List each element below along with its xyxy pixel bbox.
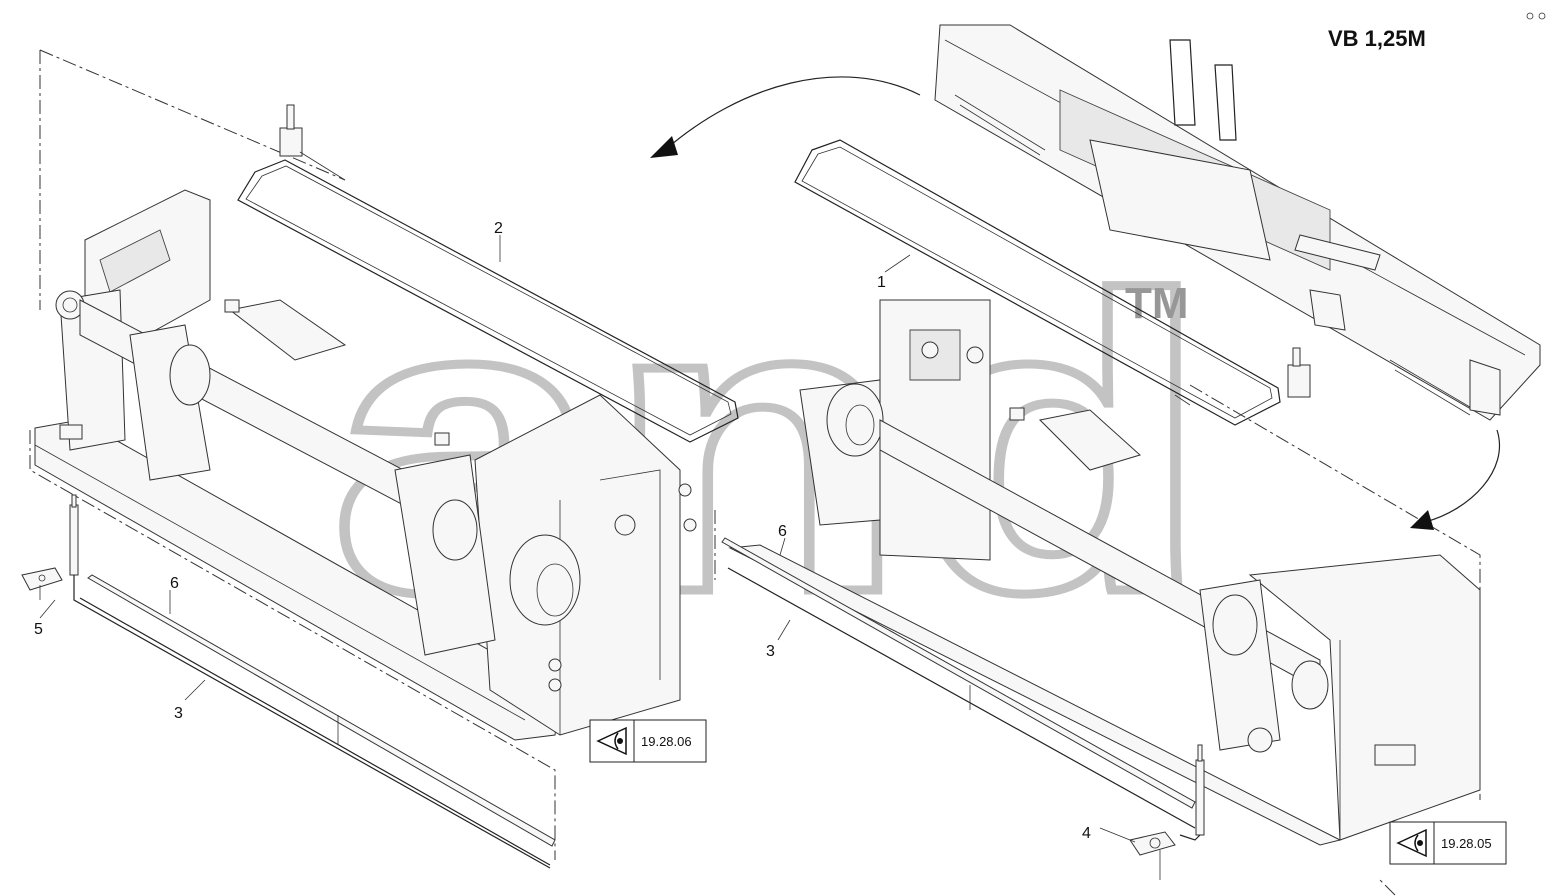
direction-arrows xyxy=(650,76,1501,530)
strip-left xyxy=(79,574,556,866)
strip-right xyxy=(721,537,1196,829)
right-assembly-frame xyxy=(714,384,1481,896)
callout-2: 2 xyxy=(494,220,503,237)
reference-link-19-28-06[interactable]: 19.28.06 xyxy=(589,719,707,763)
callout-3-left: 3 xyxy=(174,705,183,722)
heating-wire-left xyxy=(237,104,739,443)
leader-lines xyxy=(39,235,1136,843)
callout-3-right: 3 xyxy=(766,643,775,660)
callout-5: 5 xyxy=(34,621,43,638)
reference-label-19-28-06: 19.28.06 xyxy=(641,734,692,749)
reference-link-19-28-05[interactable]: 19.28.05 xyxy=(1389,821,1507,865)
watermark-tm: TM xyxy=(1125,279,1189,328)
diagram-title: VB 1,25M xyxy=(1328,26,1426,51)
left-assembly xyxy=(34,189,697,741)
callout-6-left: 6 xyxy=(170,575,179,592)
corner-mark xyxy=(1526,12,1546,20)
sensor-right xyxy=(1129,744,1205,880)
callout-6-right: 6 xyxy=(778,523,787,540)
eye-icon xyxy=(596,726,627,756)
left-assembly-frame xyxy=(29,49,556,860)
machine-overview xyxy=(934,24,1541,421)
eye-icon xyxy=(1396,828,1427,858)
callout-4: 4 xyxy=(1082,825,1091,842)
callout-1: 1 xyxy=(877,274,886,291)
reference-label-19-28-05: 19.28.05 xyxy=(1441,836,1492,851)
heating-wire-right xyxy=(794,139,1311,426)
right-assembly xyxy=(728,299,1481,846)
sensor-left xyxy=(21,494,551,869)
